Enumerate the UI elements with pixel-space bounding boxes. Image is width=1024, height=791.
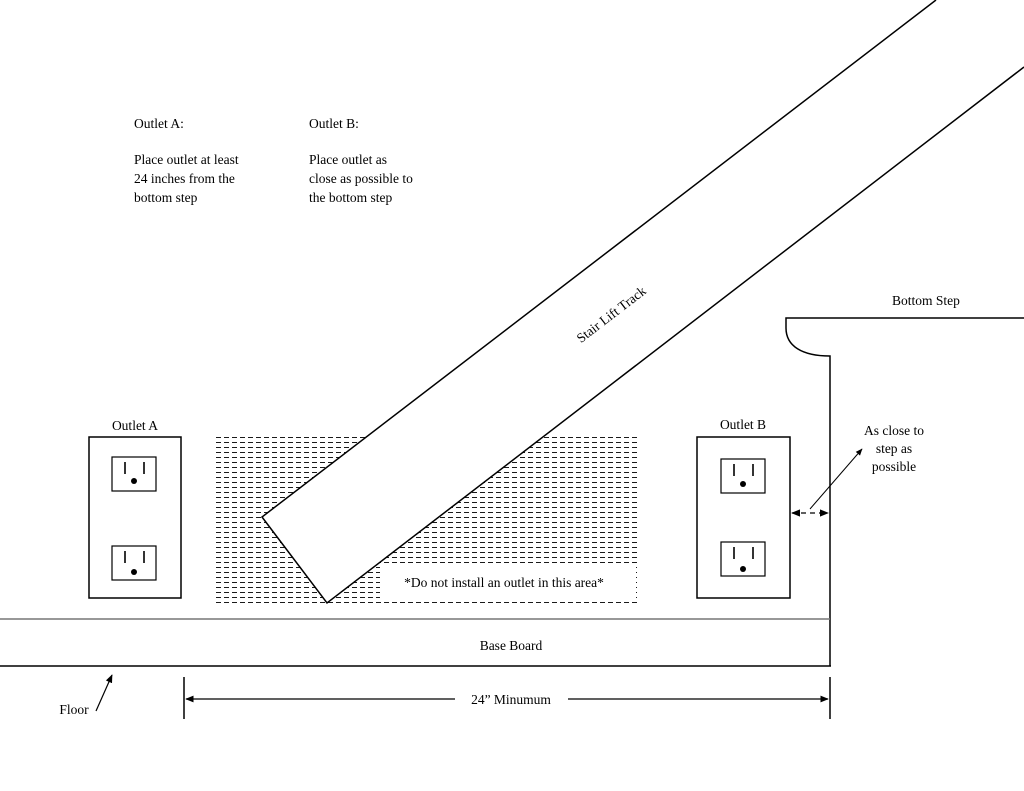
track-fill bbox=[262, 0, 1024, 603]
outlet-a-note: Outlet A: Place outlet at least 24 inche… bbox=[134, 114, 239, 207]
no-install-label: *Do not install an outlet in this area* bbox=[404, 575, 604, 590]
outlet-a-note-line: bottom step bbox=[134, 190, 198, 205]
close-label-line: As close to bbox=[864, 423, 924, 438]
close-label-line: step as bbox=[876, 441, 912, 456]
bottom-step bbox=[785, 317, 1024, 666]
base-board-label: Base Board bbox=[480, 638, 543, 653]
floor-arrow bbox=[95, 674, 113, 712]
close-pointer-arrow bbox=[809, 448, 863, 510]
outlet-a-receptacle-bottom bbox=[111, 545, 157, 581]
outlet-a-label: Outlet A bbox=[112, 418, 158, 433]
outlet-a-note-heading: Outlet A: bbox=[134, 116, 184, 131]
outlet-b-note-line: Place outlet as bbox=[309, 152, 387, 167]
outlet-b-receptacle-top bbox=[720, 458, 766, 494]
no-install-label-bg bbox=[380, 566, 636, 598]
outlet-a-note-line: Place outlet at least bbox=[134, 152, 239, 167]
outlet-a-note-line: 24 inches from the bbox=[134, 171, 235, 186]
outlet-b-note-line: the bottom step bbox=[309, 190, 393, 205]
bottom-step-label: Bottom Step bbox=[892, 293, 960, 308]
stair-lift-track bbox=[260, 0, 1024, 605]
outlet-b-receptacle-bottom bbox=[720, 541, 766, 577]
outlet-b-note: Outlet B: Place outlet as close as possi… bbox=[309, 114, 413, 207]
outlet-b-label: Outlet B bbox=[720, 417, 766, 432]
outlet-b-note-line: close as possible to bbox=[309, 171, 413, 186]
floor-label: Floor bbox=[59, 702, 89, 717]
close-label-line: possible bbox=[872, 459, 916, 474]
outlet-a-receptacle-top bbox=[111, 456, 157, 492]
dimension-label: 24” Minumum bbox=[471, 692, 551, 707]
outlet-b-note-heading: Outlet B: bbox=[309, 116, 359, 131]
